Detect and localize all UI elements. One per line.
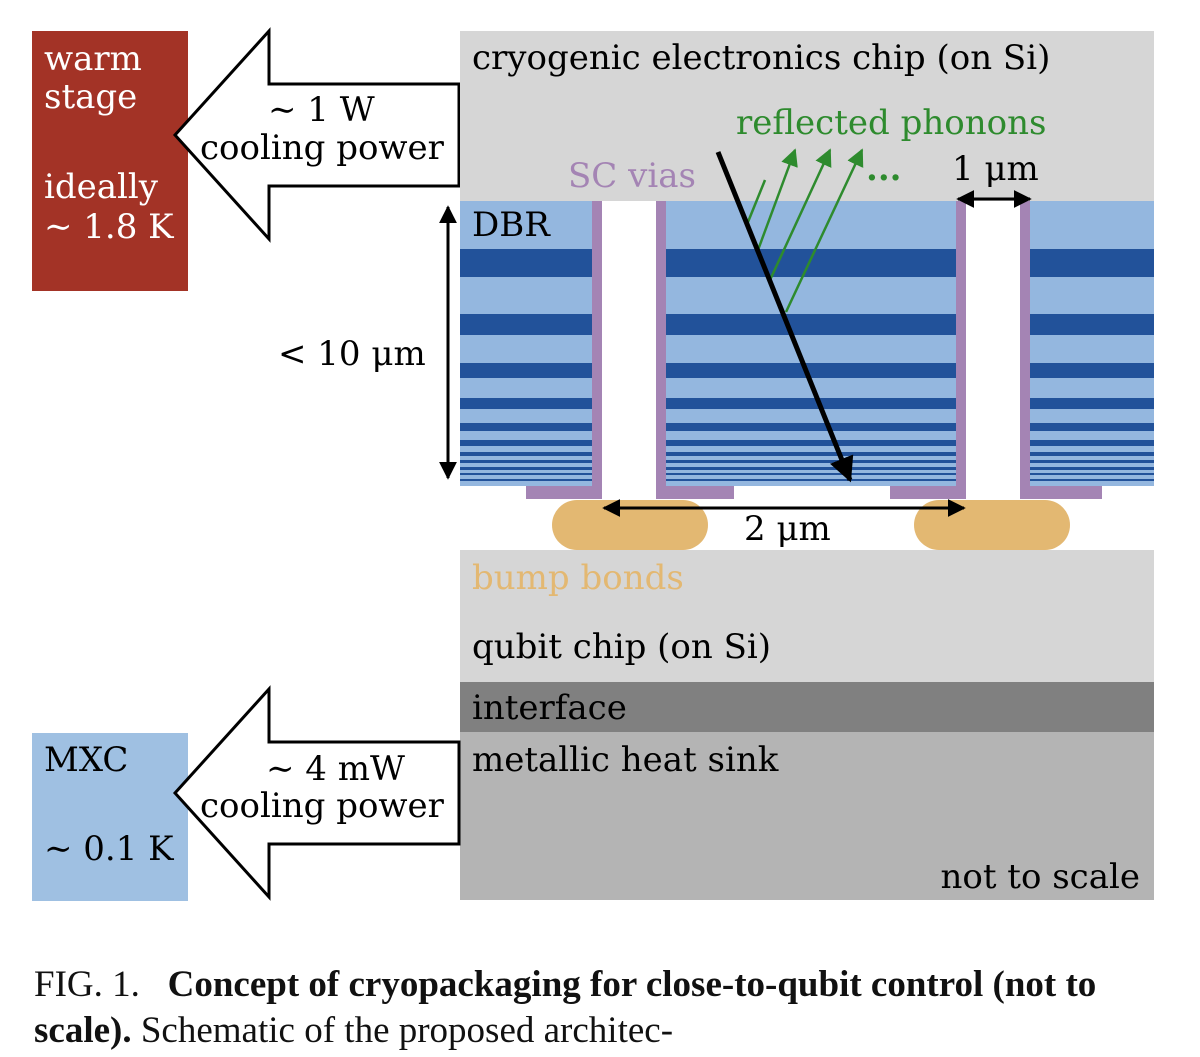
via-wall [956,201,966,499]
dbr-dark-layer [460,473,1154,475]
dbr-dark-layer [460,314,1154,335]
cooling-arrow-bottom [172,685,461,901]
cryo-chip [460,31,1154,201]
sc-vias-label: SC vias [568,156,696,196]
via-pad [1020,486,1102,499]
dbr-dark-layer [460,452,1154,456]
dbr-stack [460,201,1154,486]
dbr-height-label: < 10 μm [278,334,426,374]
phonon-ray [746,179,767,223]
phonon-ray [784,148,864,313]
not-to-scale-label: not to scale [940,857,1140,897]
warm-stage-line3: ideally [44,167,159,207]
mxc-line1: MXC [44,740,128,780]
warm-stage-line4: ∼ 1.8 K [44,207,174,247]
warm-stage-line2: stage [44,77,137,117]
mxc-line2: ∼ 0.1 K [44,829,174,869]
warm-stage-box [32,31,188,291]
heat-sink-label: metallic heat sink [472,740,779,780]
warm-stage-line1: warm [44,39,142,79]
caption-title: Concept of cryopackaging for close-to-qu… [34,964,1097,1051]
heat-sink [460,732,1154,900]
dbr-dark-layer [460,249,1154,277]
interface-layer [460,682,1154,732]
cryo-chip-label: cryogenic electronics chip (on Si) [472,38,1050,78]
cooling-arrow-top [172,27,461,243]
dbr-dark-layer [460,479,1154,481]
via-hole-right [966,201,1020,499]
mxc-box [32,733,188,901]
dbr-dark-layer [460,440,1154,446]
via-wall [656,201,666,499]
dbr-label: DBR [472,205,551,245]
dbr-dark-layer [460,467,1154,470]
incident-phonon-arrow [715,151,854,483]
cryopackaging-diagram: warm stage ideally ∼ 1.8 K ∼ 1 W cooling… [32,27,1154,901]
phonons-ellipsis: ... [866,149,902,189]
via-pad [890,486,966,499]
qubit-chip-label: qubit chip (on Si) [472,627,771,667]
phonon-ray [756,148,798,251]
via-width-label: 1 μm [952,149,1039,189]
cooling-power-top-label: cooling power [200,128,445,168]
via-pad [656,486,734,499]
dbr-dark-layer [460,423,1154,431]
cooling-power-bottom-value: ∼ 4 mW [266,749,405,789]
pitch-label: 2 μm [744,509,831,549]
via-wall [1020,201,1030,499]
dbr-dark-layer [460,398,1154,409]
via-wall [592,201,602,499]
caption-fig-number: FIG. 1. [34,964,140,1005]
qubit-chip [460,550,1154,682]
phonon-ray [768,148,832,281]
caption-text: Schematic of the proposed architec- [140,1010,674,1051]
dbr-dark-layer [460,460,1154,463]
via-pad [526,486,602,499]
via-hole-left [601,201,656,499]
dbr-light-layer [460,201,1154,486]
interface-label: interface [472,688,627,728]
figure-caption: FIG. 1. Concept of cryopackaging for clo… [34,962,1164,1054]
reflected-phonons-label: reflected phonons [736,103,1046,143]
bump-bonds-label: bump bonds [472,558,684,598]
cooling-power-top-value: ∼ 1 W [268,90,375,130]
cooling-power-bottom-label: cooling power [200,786,445,826]
